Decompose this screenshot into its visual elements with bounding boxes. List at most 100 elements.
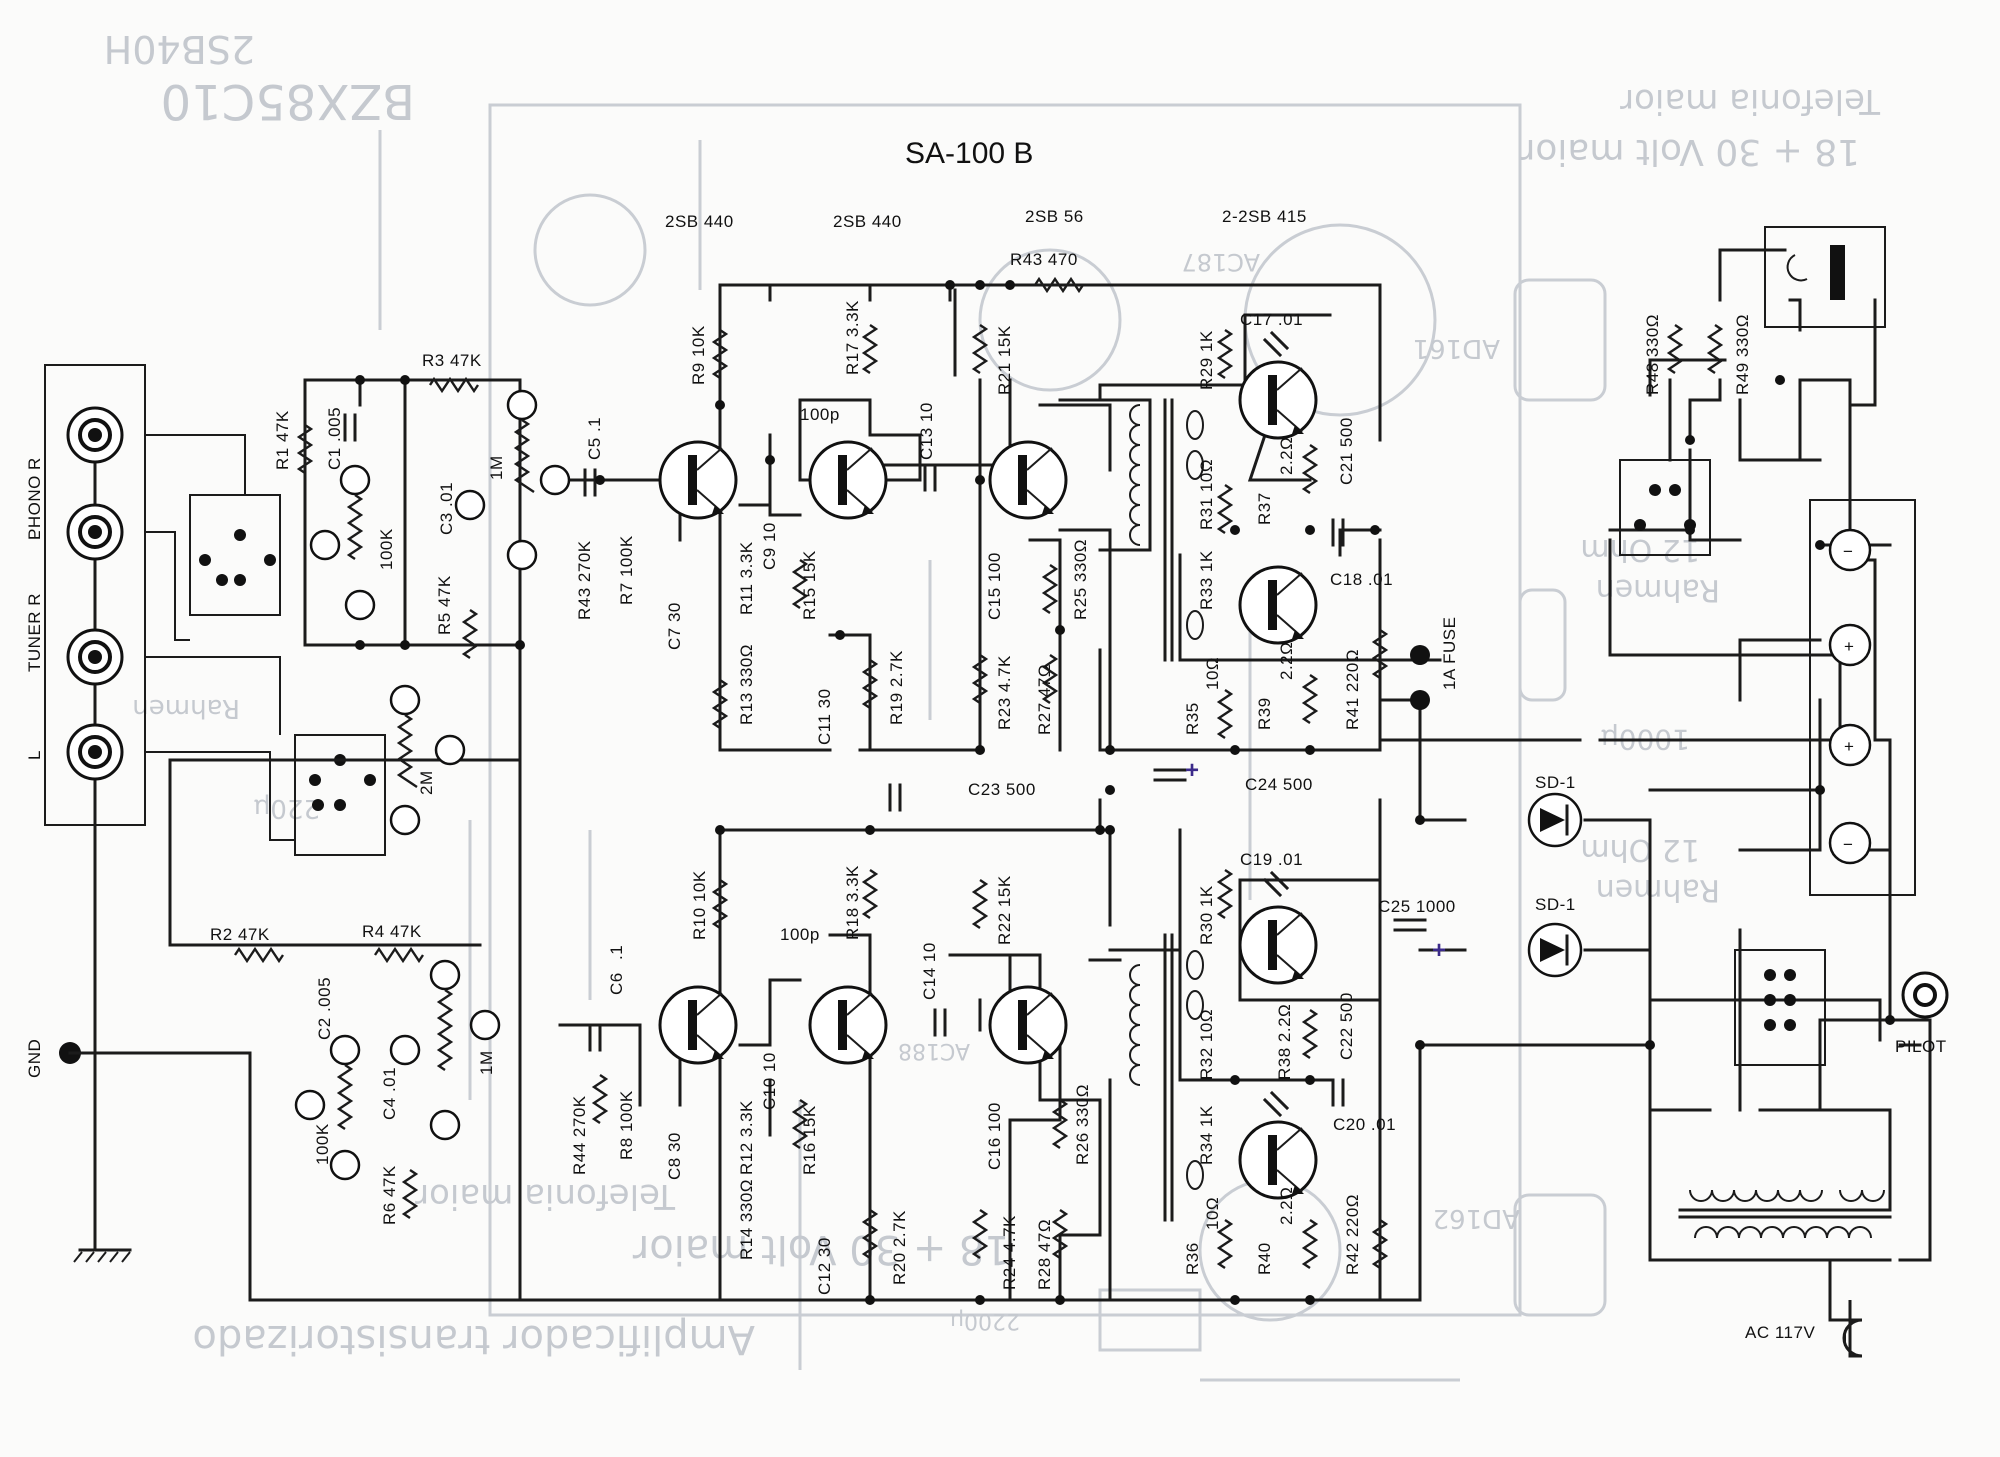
label-c6-value: .1 (607, 945, 626, 960)
label-r2: R2 47K (210, 925, 270, 944)
transistor-q2 (808, 440, 888, 520)
label-r8: R8 100K (617, 1090, 636, 1160)
tuner-r-jack[interactable] (66, 628, 124, 686)
ghost-text-9: AC188 (898, 1038, 970, 1063)
label-r27: R27 47Ω (1035, 664, 1054, 735)
ghost-text-17: 220μ (254, 793, 320, 823)
label-r40: R40 (1255, 1242, 1274, 1275)
label-r19: R19 2.7K (887, 650, 906, 725)
ghost-text-5: Telefonia maior (1620, 81, 1881, 121)
label-r33: R33 1K (1197, 550, 1216, 610)
label-c13: C13 10 (917, 402, 936, 460)
phono-l-jack[interactable] (66, 503, 124, 561)
label-r6: R6 47K (380, 1165, 399, 1225)
ghost-text-11: 12 Ohm (1580, 532, 1700, 567)
selector-switch-1[interactable] (145, 434, 281, 641)
transistor-q3 (988, 440, 1068, 520)
label-r37-value: 2.2Ω (1277, 437, 1296, 475)
label-r25: R25 330Ω (1071, 539, 1090, 620)
label-fuse: 1A FUSE (1440, 617, 1459, 690)
input-panel: PHONO R L TUNER R L GND (25, 364, 252, 1263)
phono-r-jack[interactable] (66, 406, 124, 464)
label-r31: R31 10Ω (1197, 459, 1216, 530)
ac-power-plug (1842, 1300, 1863, 1358)
driver-transformer-bottom (1129, 933, 1204, 1222)
label-r36-value: 10Ω (1203, 1197, 1222, 1230)
q2-type-label: 2SB 440 (833, 212, 902, 231)
pilot-lamp (1901, 971, 1949, 1019)
pots (294, 389, 571, 1181)
label-c4: C4 .01 (380, 1067, 399, 1120)
label-r42: R42 220Ω (1343, 1194, 1362, 1275)
speaker-terminal-2 (1828, 623, 1872, 667)
label-c16: C16 100 (985, 1102, 1004, 1170)
label-r4: R4 47K (362, 922, 422, 941)
label-r29: R29 1K (1197, 330, 1216, 390)
label-r14: R14 330Ω (737, 1179, 756, 1260)
c24-polarity-mark: + (1185, 757, 1199, 784)
ghost-text-12: 12 Ohm (1580, 832, 1700, 867)
label-r9: R9 10K (689, 325, 708, 385)
selector-switch-2[interactable] (145, 656, 386, 856)
driver-transformer-top (1129, 398, 1204, 662)
label-c100p-top: 100p (800, 405, 840, 424)
label-c7: C7 30 (665, 602, 684, 650)
label-r35-value: 10Ω (1203, 657, 1222, 690)
label-r39-value: 2.2Ω (1277, 642, 1296, 680)
transistor-q1 (658, 440, 738, 520)
c25-polarity-mark: + (1432, 937, 1446, 964)
transistor-q10 (1238, 1120, 1318, 1200)
label-r37: R37 (1255, 492, 1274, 525)
label-r20: R20 2.7K (890, 1210, 909, 1285)
label-r28: R28 47Ω (1035, 1219, 1054, 1290)
label-p100k-top: 100K (377, 528, 396, 570)
speaker-terminal-1 (1828, 528, 1872, 572)
label-c23: C23 500 (968, 780, 1036, 799)
tuner-l-jack[interactable] (66, 723, 124, 781)
ghost-text-19: Rahmen (132, 693, 240, 723)
fuse (1410, 645, 1430, 710)
label-r35: R35 (1183, 702, 1202, 735)
ghost-text-8: AC187 (1181, 248, 1260, 276)
ghost-text-3: Telefonia maior (415, 1176, 676, 1216)
label-c100p-bot: 100p (780, 925, 820, 944)
resistor-symbols (234, 276, 1724, 1269)
diode-sd1-bottom (1527, 922, 1583, 978)
terminal-sign-4: − (1843, 835, 1853, 854)
label-r7: R7 100K (617, 535, 636, 605)
ghost-text-6: BZX85C10 (161, 73, 415, 129)
transistor-q7 (808, 985, 888, 1065)
transistor-q4 (1238, 360, 1318, 440)
label-c15: C15 100 (985, 552, 1004, 620)
label-ac: AC 117V (1745, 1323, 1815, 1342)
tuner-r-label: TUNER R (25, 593, 44, 672)
ghost-text-13: Rahmen (1596, 572, 1720, 607)
ghost-text-15: AD162 (1433, 1203, 1520, 1233)
ghost-text-4: 18 + 30 Volt maior (1520, 131, 1860, 172)
label-c14: C14 10 (920, 942, 939, 1000)
ghost-text-7: 2SB40H (104, 27, 255, 71)
speaker-terminal-3 (1828, 723, 1872, 767)
ghost-text-2: 18 + 30 Volt maior (632, 1226, 1010, 1272)
speaker-output-jack (1764, 226, 1886, 328)
label-r17: R17 3.3K (843, 300, 862, 375)
label-r12: R12 3.3K (737, 1100, 756, 1175)
component-labels: R1 47K C1 .005 R3 47K C3 .01 100K R5 47K… (210, 250, 1946, 1342)
label-r11: R11 3.3K (737, 541, 756, 615)
label-r49: R49 330Ω (1733, 314, 1752, 395)
gnd-label: GND (25, 1039, 44, 1078)
diode-sd1-top (1527, 792, 1583, 848)
tuner-l-label: L (25, 750, 44, 760)
label-c6: C6 (607, 972, 626, 995)
label-r41: R41 220Ω (1343, 649, 1362, 730)
label-c2: C2 .005 (315, 977, 334, 1040)
speaker-terminal-4 (1828, 821, 1872, 865)
label-r3: R3 47K (422, 351, 482, 370)
label-c12: C12 30 (815, 1237, 834, 1295)
q3-type-label: 2SB 56 (1025, 207, 1084, 226)
label-c10: C10 10 (760, 1052, 779, 1110)
label-c20: C20 .01 (1333, 1115, 1396, 1134)
phono-r-label: PHONO R (25, 457, 44, 540)
